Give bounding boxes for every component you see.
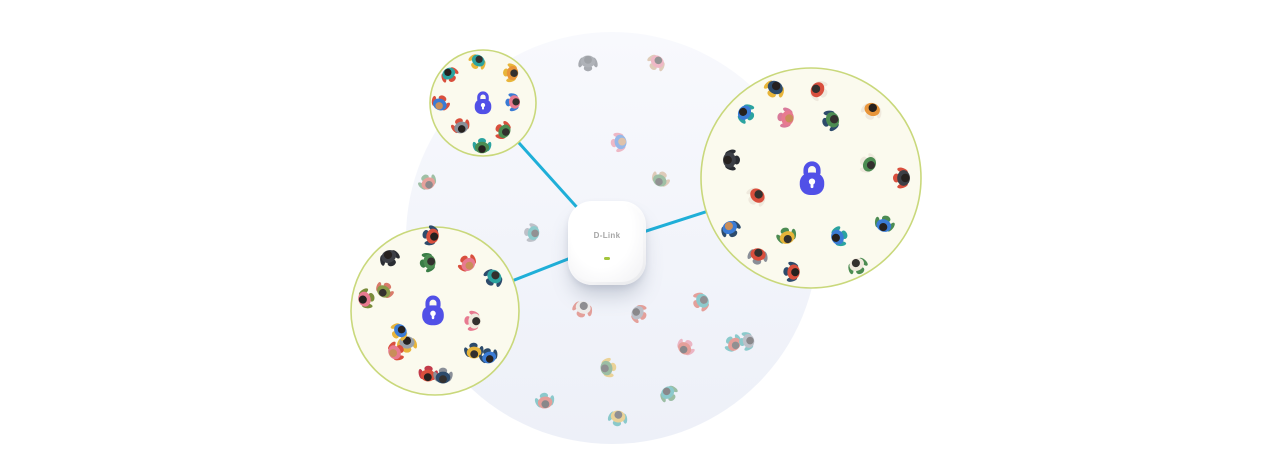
person-figure — [607, 410, 628, 427]
person-figure — [534, 392, 555, 409]
person-figure — [724, 334, 742, 352]
padlock-icon — [799, 161, 825, 195]
person-figure — [479, 348, 498, 364]
person-figure — [457, 254, 476, 272]
secure-group-bottom-left — [350, 225, 520, 396]
person-figure — [376, 282, 394, 299]
person-figure — [777, 107, 794, 128]
secure-group-top-left — [429, 49, 537, 157]
secure-group-right — [700, 67, 922, 289]
person-figure — [737, 104, 755, 124]
person-figure — [822, 110, 840, 132]
person-figure — [388, 341, 404, 361]
person-figure — [419, 253, 436, 273]
device-led-indicator — [604, 257, 610, 260]
access-point-face: D-Link — [571, 204, 643, 282]
person-figure — [505, 93, 521, 112]
person-figure — [422, 225, 439, 246]
person-figure — [660, 385, 678, 403]
person-figure — [358, 288, 375, 309]
person-figure — [441, 67, 459, 83]
person-figure — [776, 227, 797, 244]
person-figure — [763, 80, 784, 98]
person-figure — [600, 357, 617, 378]
person-figure — [472, 138, 492, 154]
person-figure — [860, 102, 882, 120]
padlock-icon — [474, 91, 492, 115]
person-figure — [810, 81, 828, 102]
person-figure — [610, 132, 627, 153]
person-figure — [483, 269, 503, 288]
person-figure — [418, 365, 438, 382]
person-figure — [572, 301, 593, 318]
person-figure — [417, 174, 437, 190]
person-figure — [651, 171, 671, 187]
person-figure — [433, 367, 453, 384]
person-figure — [746, 187, 766, 207]
person-figure — [647, 54, 665, 72]
person-figure — [693, 292, 709, 312]
person-figure — [848, 257, 868, 275]
person-figure — [468, 54, 486, 70]
person-figure — [874, 215, 895, 232]
person-figure — [859, 153, 877, 173]
padlock-icon — [422, 295, 444, 326]
person-figure — [677, 338, 695, 356]
person-figure — [431, 95, 451, 111]
person-figure — [390, 323, 408, 341]
person-figure — [892, 167, 910, 189]
device-brand-label: D-Link — [593, 231, 621, 240]
person-figure — [451, 118, 470, 134]
person-figure — [464, 342, 484, 359]
person-figure — [721, 220, 741, 238]
access-point-device: D-Link — [568, 201, 646, 285]
unsecured-people-layer — [417, 54, 755, 427]
person-figure — [380, 250, 400, 267]
person-figure — [831, 226, 848, 247]
person-figure — [631, 304, 647, 324]
person-figure — [747, 248, 768, 265]
person-figure — [464, 310, 481, 331]
person-figure — [739, 332, 755, 351]
person-figure — [783, 261, 800, 282]
person-figure — [524, 223, 540, 242]
person-figure — [495, 120, 511, 140]
person-figure — [723, 149, 741, 171]
person-figure — [503, 63, 519, 83]
person-figure — [578, 55, 598, 72]
